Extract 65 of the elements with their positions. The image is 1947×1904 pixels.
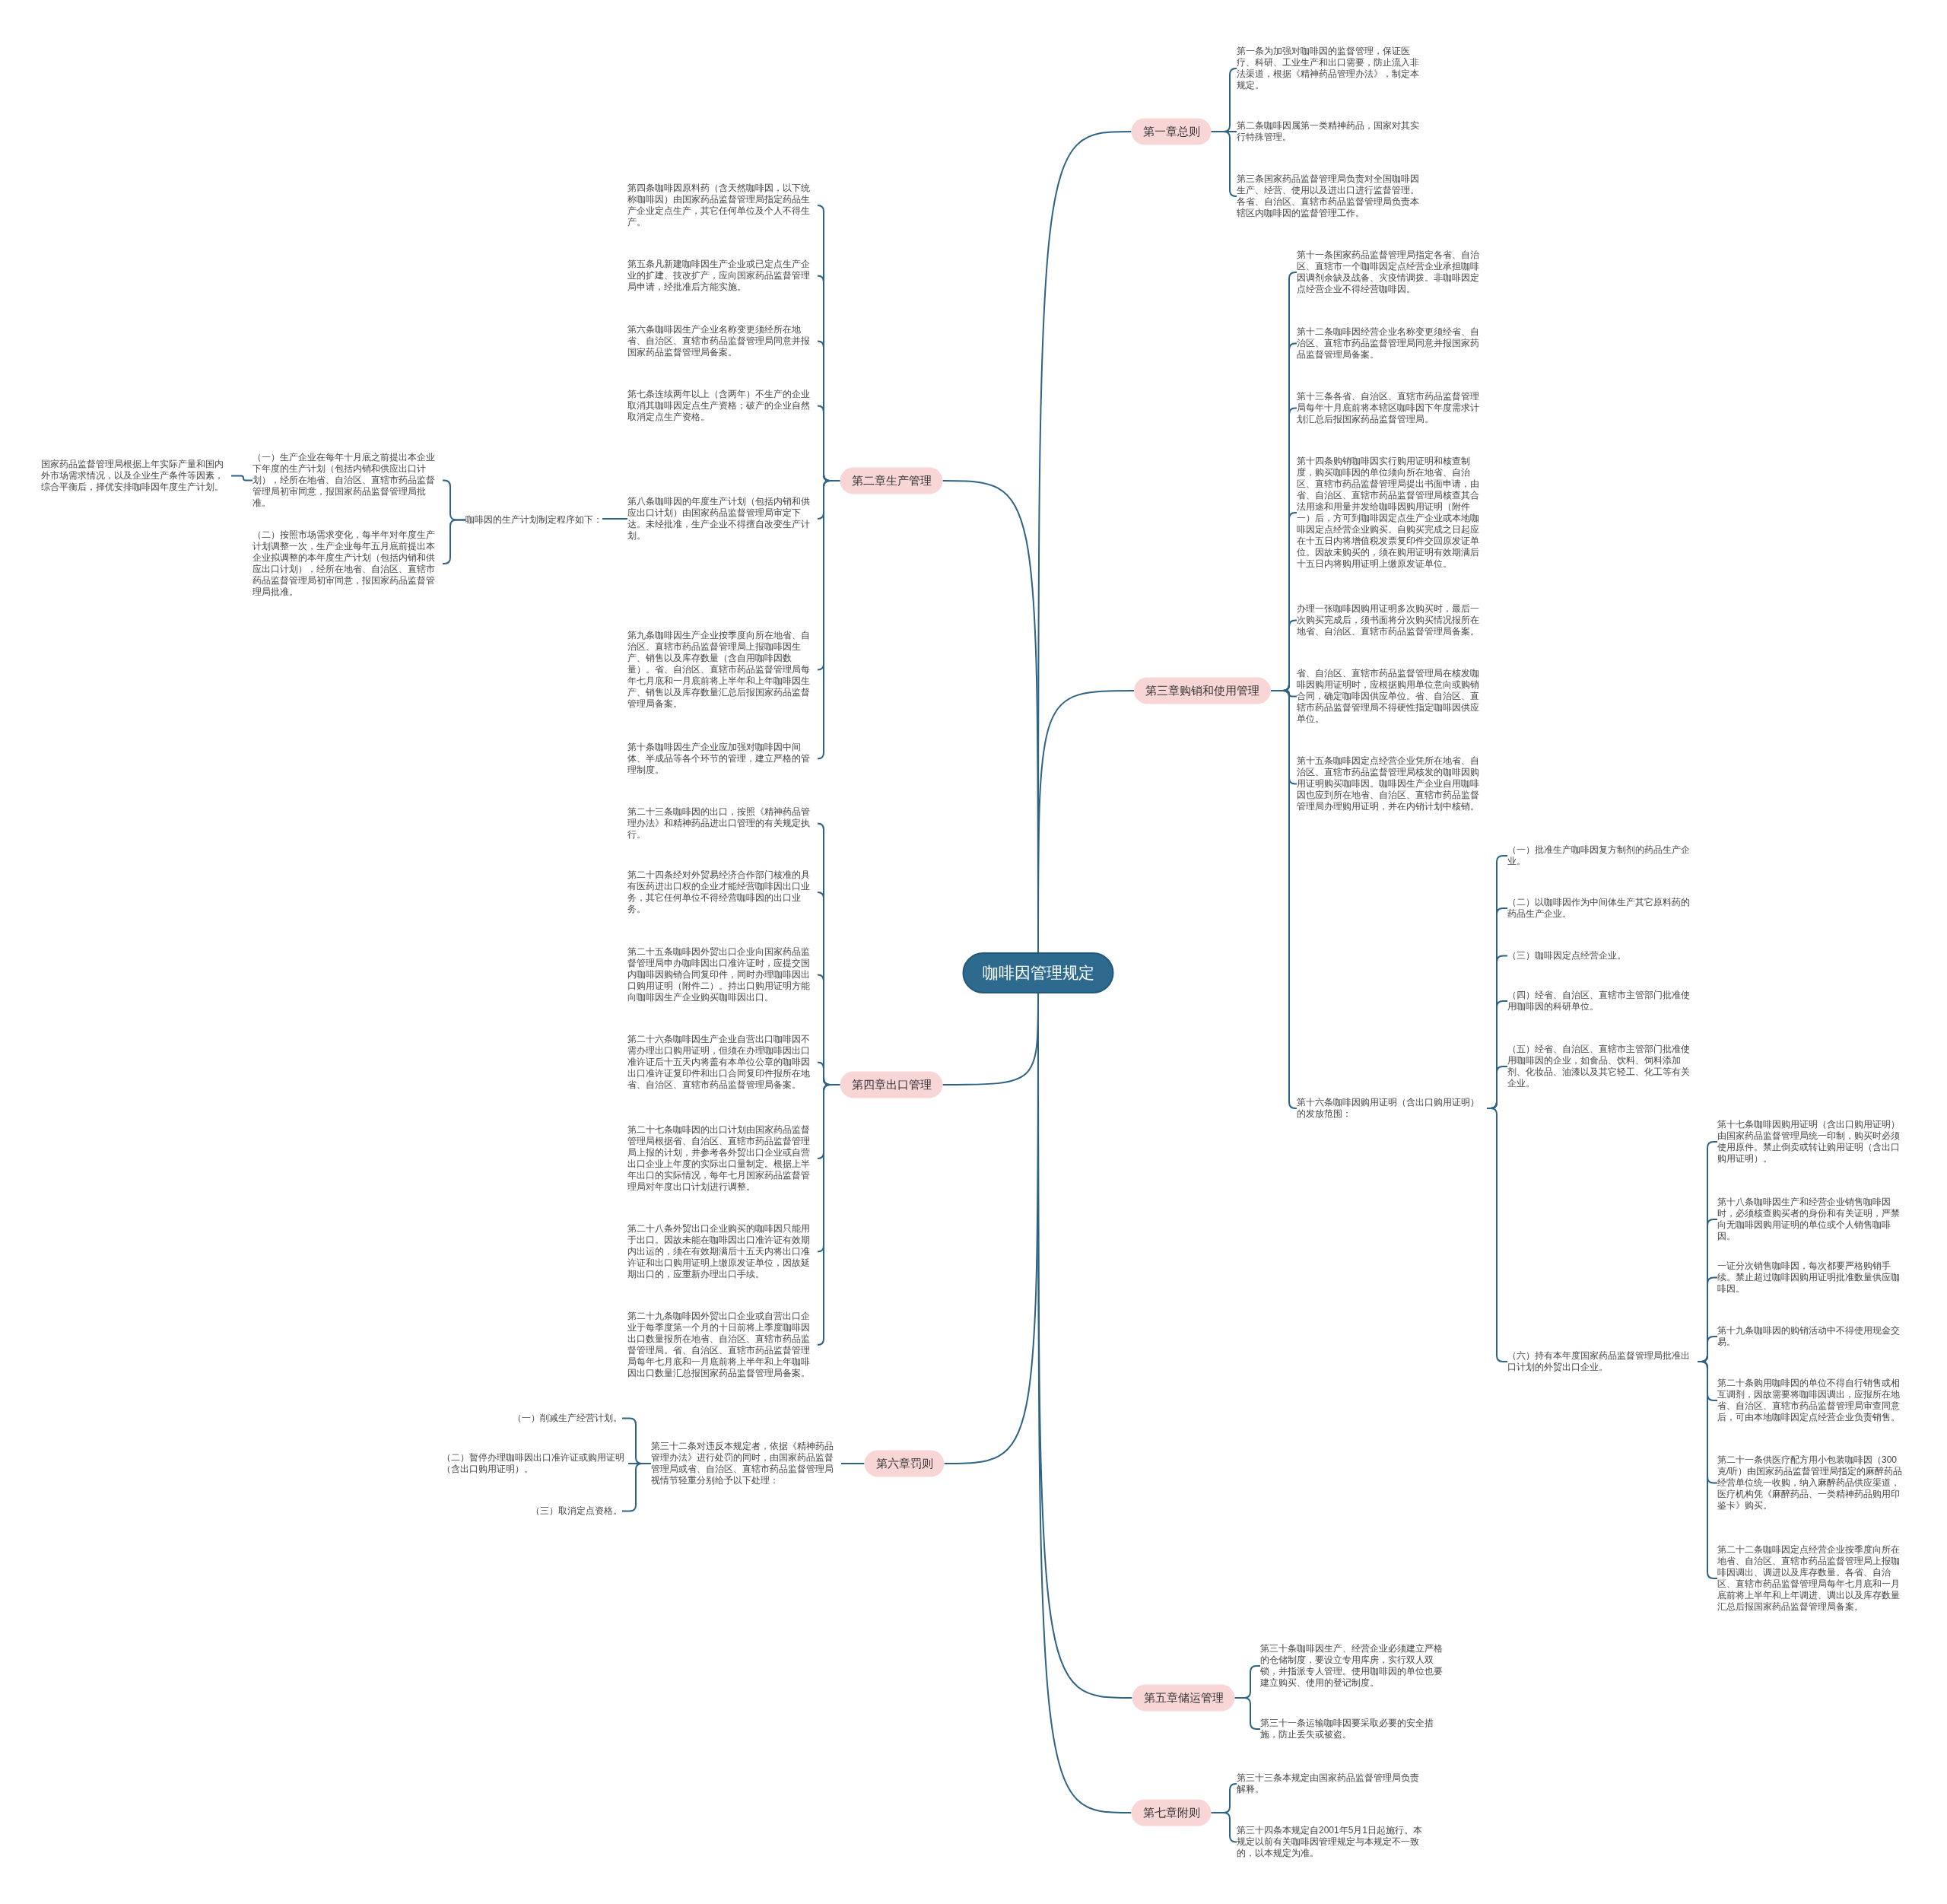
branch-text: 第十二条咖啡因经营企业名称变更须经省、自治区、直辖市药品监督管理局同意并报国家药品监督管理局备案。 — [1297, 326, 1487, 361]
chapter-topic: 第一章总则 — [1131, 118, 1212, 145]
branch-text: 第六条咖啡因生产企业名称变更须经所在地省、自治区、直辖市药品监督管理局同意并报国家药品监督管理局备案。 — [627, 324, 818, 358]
branch-text: 第十三条各省、自治区、直辖市药品监督管理局每年十月底前将本辖区咖啡因下年度需求计划汇总后报国家药品监督管理局。 — [1297, 391, 1487, 425]
branch-text: （一）削减生产经营计划。 — [513, 1413, 622, 1424]
root-topic: 咖啡因管理规定 — [962, 952, 1114, 993]
branch-text: （一）批准生产咖啡因复方制剂的药品生产企业。 — [1507, 844, 1698, 867]
branch-text: 第十一条国家药品监督管理局指定各省、自治区、直辖市一个咖啡因定点经营企业承担咖啡因调剂余缺及战备、灾疫情调拨。非咖啡因定点经营企业不得经营咖啡因。 — [1297, 250, 1487, 295]
connector-line — [840, 1463, 866, 1464]
branch-text: 国家药品监督管理局根据上年实际产量和国内外市场需求情况，以及企业生产条件等因素，综合平衡后，择优安排咖啡因年度生产计划。 — [41, 459, 231, 493]
branch-text: 第二十四条经对外贸易经济合作部门核准的具有医药进出口权的企业才能经营咖啡因出口业务，其它任何单位不得经营咖啡因的出口业务。 — [627, 869, 818, 915]
chapter-topic: 第三章购销和使用管理 — [1134, 677, 1271, 704]
branch-text: 第八条咖啡因的年度生产计划（包括内销和供应出口计划）由国家药品监督管理局审定下达。未经批准，生产企业不得擅自改变生产计划。 — [627, 496, 818, 542]
branch-text: 一证分次销售咖啡因，每次都要严格购销手续。禁止超过咖啡因购用证明批准数量供应咖啡因。 — [1717, 1260, 1907, 1295]
branch-text: 第三十四条本规定自2001年5月1日起施行。本规定以前有关咖啡因管理规定与本规定不一致的，以本规定为准。 — [1237, 1825, 1427, 1859]
branch-text: 办理一张咖啡因购用证明多次购买时，最后一次购买完成后，须书面将分次购买情况报所在地省、自治区、直辖市药品监督管理局备案。 — [1297, 603, 1487, 637]
branch-text: （二）暂停办理咖啡因出口准许证或购用证明（含出口购用证明）。 — [442, 1452, 628, 1475]
branch-text: 第三十条咖啡因生产、经营企业必须建立严格的仓储制度，要设立专用库房，实行双人双锁，并指派专人管理。使用咖啡因的单位也要建立购买、使用的登记制度。 — [1260, 1643, 1450, 1689]
chapter-topic: 第四章出口管理 — [840, 1071, 943, 1098]
branch-text: 第四条咖啡因原料药（含天然咖啡因，以下统称咖啡因）由国家药品监督管理局指定药品生产企业定点生产，其它任何单位及个人不得生产。 — [627, 183, 818, 228]
chapter-topic: 第六章罚则 — [864, 1450, 945, 1477]
branch-text: 第二十八条外贸出口企业购买的咖啡因只能用于出口。因故未能在咖啡因出口准许证有效期内出运的，须在有效期满后十五天内将出口准许证和出口购用证明上缴原发证单位，因故延期出口的，应重新办理出口手续。 — [627, 1223, 818, 1280]
connector-line — [1210, 131, 1237, 197]
branch-text: （五）经省、自治区、直辖市主管部门批准使用咖啡因的企业，如食品、饮料、饲料添加剂、化妆品、油漆以及其它轻工、化工等有关企业。 — [1507, 1044, 1698, 1089]
branch-text: 咖啡因的生产计划制定程序如下： — [465, 514, 602, 526]
connector-line — [1234, 1697, 1261, 1730]
branch-text: 第十六条咖啡因购用证明（含出口购用证明）的发放范围： — [1297, 1097, 1487, 1120]
branch-text: 第十八条咖啡因生产和经营企业销售咖啡因时，必须核查购买者的身份和有关证明，严禁向无咖啡因购用证明的单位或个人销售咖啡因。 — [1717, 1197, 1907, 1242]
connector-line — [230, 475, 253, 482]
branch-text: （二）按照市场需求变化，每半年对年度生产计划调整一次，生产企业每年五月底前提出本企业拟调整的本年度生产计划（包括内销和供应出口计划），经所在地省、自治区、直辖市药品监督管理局初审同意，报国家药品监督管理局批准。 — [253, 529, 443, 598]
branch-text: 第三十二条对违反本规定者，依据《精神药品管理办法》进行处罚的同时，由国家药品监督管理局或省、自治区、直辖市药品监督管理局视情节轻重分别给予以下处理： — [651, 1441, 841, 1486]
branch-text: 第二条咖啡因属第一类精神药品，国家对其实行特殊管理。 — [1237, 120, 1427, 143]
branch-text: （一）生产企业在每年十月底之前提出本企业下年度的生产计划（包括内销和供应出口计划），经所在地省、自治区、直辖市药品监督管理局初审同意，报国家药品监督管理局批准。 — [253, 452, 443, 509]
connector-line — [602, 518, 628, 520]
branch-text: 第二十九条咖啡因外贸出口企业或自营出口企业于每季度第一个月的十日前将上季度咖啡因出口数量报所在地省、自治区、直辖市药品监督管理局。省、自治区、直辖市药品监督管理局每年七月底和一月底前将上半年和上年咖啡因出口数量汇总报国家药品监督管理局备案。 — [627, 1311, 818, 1379]
branch-text: （四）经省、自治区、直辖市主管部门批准使用咖啡因的科研单位。 — [1507, 990, 1698, 1012]
branch-text: 第三十三条本规定由国家药品监督管理局负责解释。 — [1237, 1772, 1427, 1795]
branch-text: 第二十五条咖啡因外贸出口企业向国家药品监督管理局申办咖啡因出口准许证时，应提交国内咖啡因购销合同复印件，同时办理咖啡因出口购用证明（附件二）。持出口购用证明方能向咖啡因生产企业购买咖啡因出口。 — [627, 946, 818, 1003]
branch-text: 省、自治区、直辖市药品监督管理局在核发咖啡因购用证明时，应根据购用单位意向或购销合同，确定咖啡因供应单位。省、自治区、直辖市药品监督管理局不得硬性指定咖啡因供应单位。 — [1297, 668, 1487, 725]
branch-text: （六）持有本年度国家药品监督管理局批准出口计划的外贸出口企业。 — [1507, 1350, 1698, 1373]
branch-text: 第七条连续两年以上（含两年）不生产的企业取消其咖啡因定点生产资格；破产的企业自然取消定点生产资格。 — [627, 389, 818, 423]
branch-text: 第十四条购销咖啡因实行购用证明和核查制度，购买咖啡因的单位须向所在地省、自治区、直辖市药品监督管理局提出书面申请，由省、自治区、直辖市药品监督管理局核查其合法用途和用量并发给咖啡因购用证明（附件一）后，方可到咖啡因定点生产企业或本地咖啡因定点经营企业购买。自购买完成之日起应在十五日内将增值税发票复印件交回原发证单位。因故未购买的，须在购用证明有效期满后十五日内将购用证明上缴原发证单位。 — [1297, 456, 1487, 570]
chapter-topic: 第五章储运管理 — [1132, 1684, 1235, 1712]
branch-text: 第三条国家药品监督管理局负责对全国咖啡因生产、经营、使用以及进出口进行监督管理。各省、自治区、直辖市药品监督管理局负责本辖区内咖啡因的监督管理工作。 — [1237, 173, 1427, 219]
branch-text: 第二十七条咖啡因的出口计划由国家药品监督管理局根据省、自治区、直辖市药品监督管理局上报的计划，并参考各外贸出口企业或自营出口企业上年度的实际出口量制定。根据上半年出口的实际情况，每年七月国家药品监督管理局对年度出口计划进行调整。 — [627, 1124, 818, 1193]
branch-text: 第二十三条咖啡因的出口，按照《精神药品管理办法》和精神药品进出口管理的有关规定执行。 — [627, 806, 818, 841]
branch-text: 第五条凡新建咖啡因生产企业或已定点生产企业的扩建、技改扩产，应向国家药品监督管理局申请，经批准后方能实施。 — [627, 259, 818, 293]
branch-text: （二）以咖啡因作为中间体生产其它原料药的药品生产企业。 — [1507, 897, 1698, 920]
branch-text: 第十五条咖啡因定点经营企业凭所在地省、自治区、直辖市药品监督管理局核发的咖啡因购用证明购买咖啡因。咖啡因生产企业自用咖啡因也应到所在地省、自治区、直辖市药品监督管理局办理购用证明，并在内销计划中核销。 — [1297, 755, 1487, 812]
branch-text: 第二十二条咖啡因定点经营企业按季度向所在地省、自治区、直辖市药品监督管理局上报咖啡因调出、调进以及库存数量。各省、自治区、直辖市药品监督管理局每年七月底和一月底前将上半年和上年调进、调出以及库存数量汇总后报国家药品监督管理局备案。 — [1717, 1544, 1907, 1613]
chapter-topic: 第二章生产管理 — [840, 467, 943, 494]
branch-text: 第九条咖啡因生产企业按季度向所在地省、自治区、直辖市药品监督管理局上报咖啡因生产、销售以及库存数量（含自用咖啡因数量）。省、自治区、直辖市药品监督管理局每年七月底和一月底前将上半年和上年咖啡因生产、销售以及库存数量汇总后报国家药品监督管理局备案。 — [627, 630, 818, 710]
connector-line — [1210, 1812, 1237, 1843]
branch-text: 第二十六条咖啡因生产企业自营出口咖啡因不需办理出口购用证明，但须在办理咖啡因出口准许证后十五天内将盖有本单位公章的咖啡因出口准许证复印件和出口合同复印件报所在地省、自治区、直辖市药品监督管理局备案。 — [627, 1034, 818, 1091]
branch-text: 第十九条咖啡因的购销活动中不得使用现金交易。 — [1717, 1325, 1907, 1348]
branch-text: （三）取消定点资格。 — [531, 1505, 622, 1517]
branch-text: 第二十条购用咖啡因的单位不得自行销售或相互调剂，因故需要将咖啡因调出，应报所在地省、自治区、直辖市药品监督管理局审查同意后，可由本地咖啡因定点经营企业负责销售。 — [1717, 1378, 1907, 1423]
branch-text: （三）咖啡因定点经营企业。 — [1507, 950, 1626, 962]
branch-text: 第一条为加强对咖啡因的监督管理，保证医疗、科研、工业生产和出口需要，防止流入非法渠道，根据《精神药品管理办法》，制定本规定。 — [1237, 46, 1427, 91]
branch-text: 第三十一条运输咖啡因要采取必要的安全措施，防止丢失或被盗。 — [1260, 1718, 1450, 1740]
connector-line — [442, 519, 466, 564]
chapter-topic: 第七章附则 — [1131, 1799, 1212, 1826]
branch-text: 第十条咖啡因生产企业应加强对咖啡因中间体、半成品等各个环节的管理，建立严格的管理制度。 — [627, 742, 818, 776]
branch-text: 第二十一条供医疗配方用小包装咖啡因（300克/听）由国家药品监督管理局指定的麻醉药品经营单位统一收购，纳入麻醉药品供应渠道，医疗机构凭《麻醉药品、一类精神药品购用印鉴卡》购买。 — [1717, 1454, 1907, 1511]
branch-text: 第十七条咖啡因购用证明（含出口购用证明）由国家药品监督管理局统一印制，购买时必须使用原件。禁止倒卖或转让购用证明（含出口购用证明）。 — [1717, 1119, 1907, 1165]
